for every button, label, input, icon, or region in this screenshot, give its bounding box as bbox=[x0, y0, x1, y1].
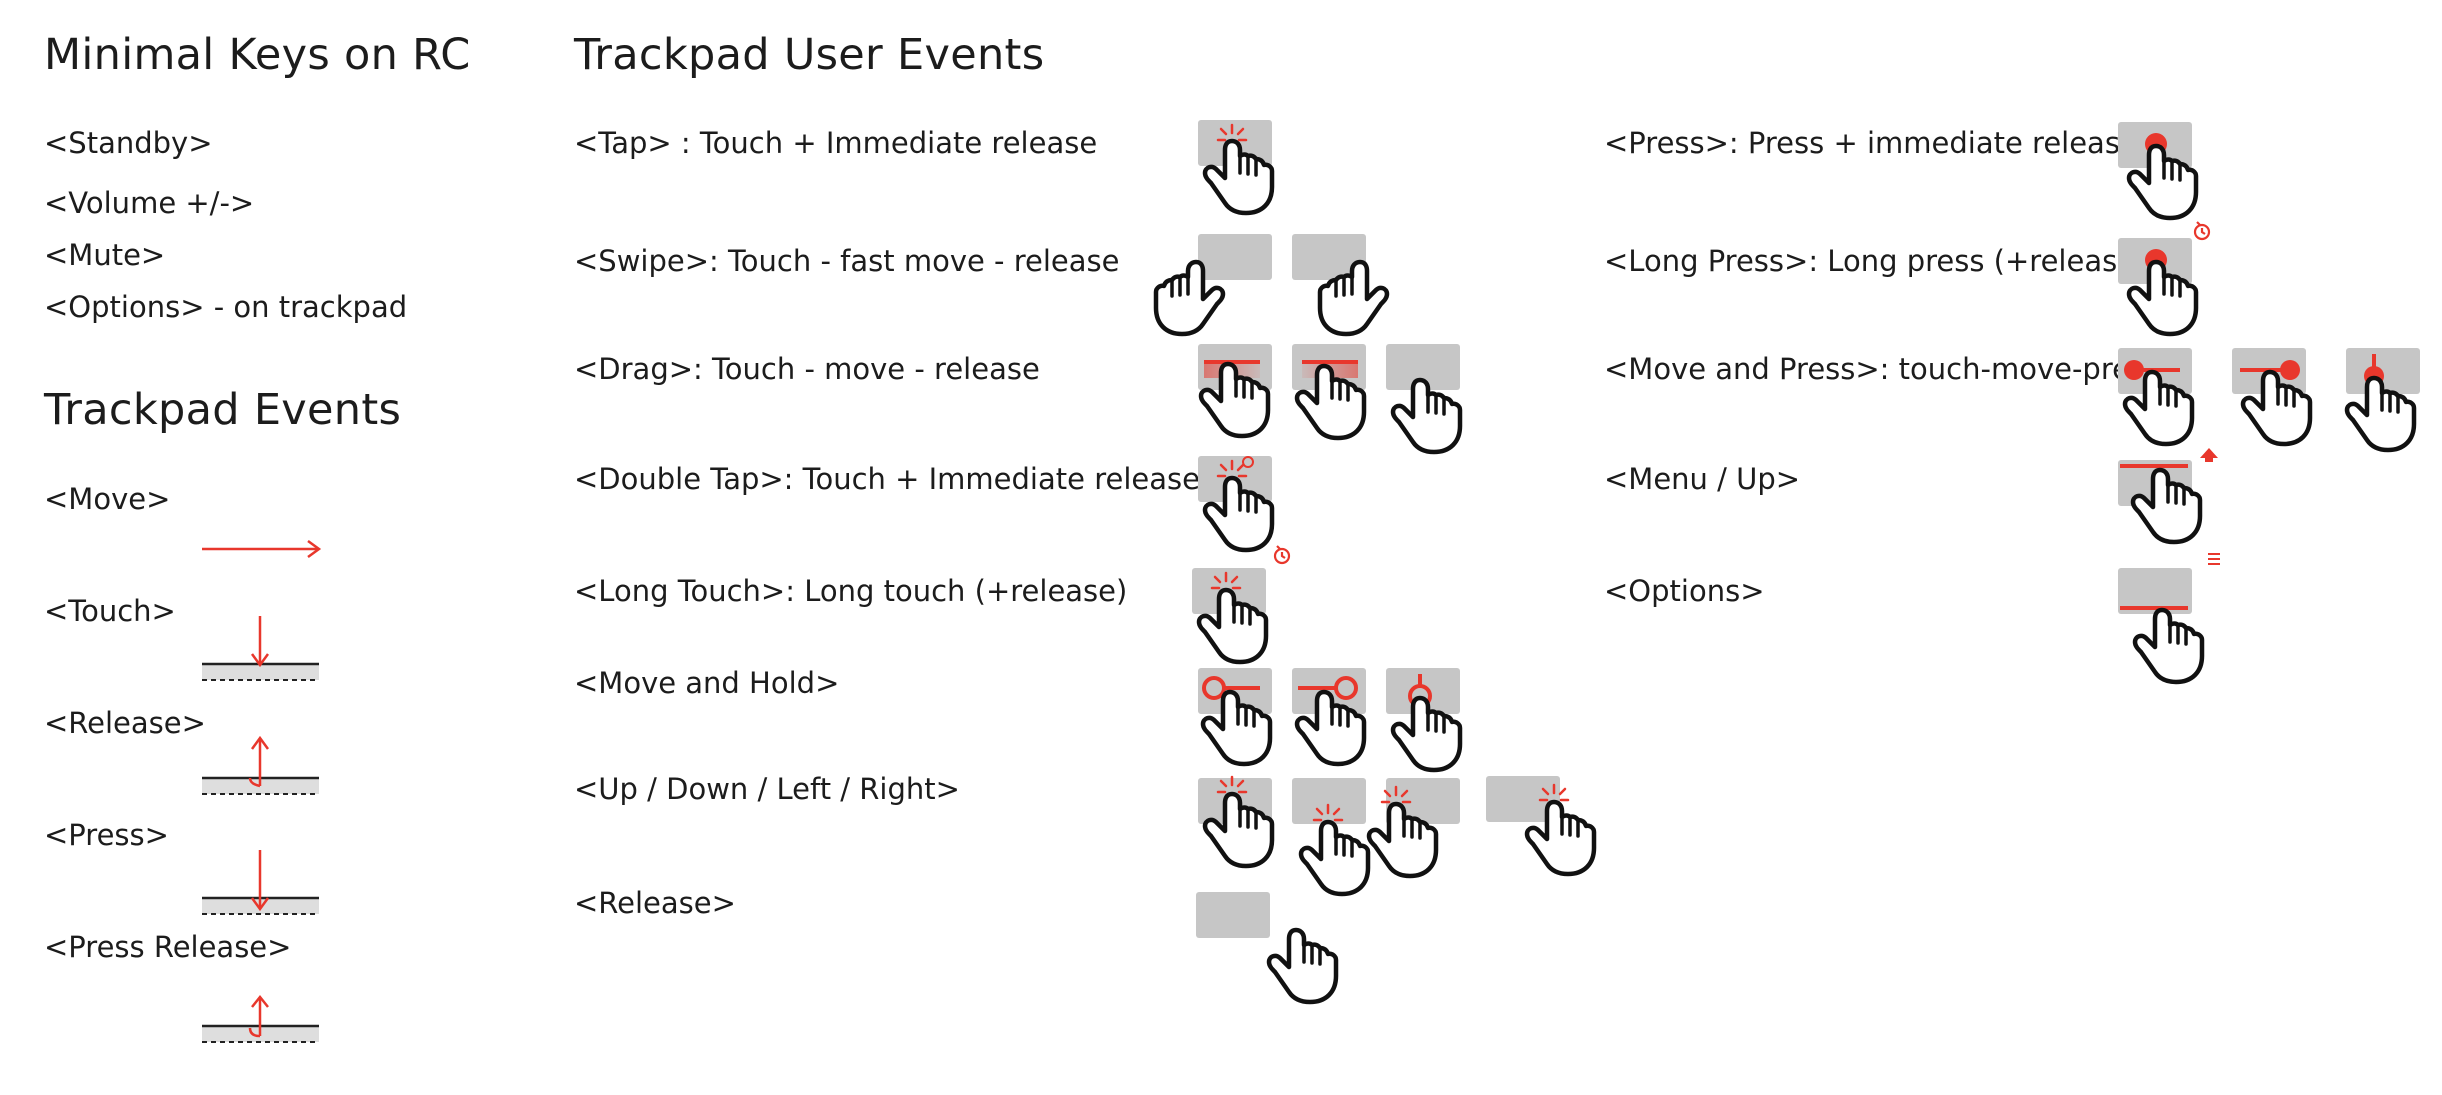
move-and-hold-gesture-icon bbox=[1198, 668, 1480, 762]
swipe-label: <Swipe>: Touch - fast move - release bbox=[574, 244, 1120, 278]
double-tap-gesture-icon bbox=[1198, 456, 1310, 548]
press-gesture-icon bbox=[2118, 122, 2230, 214]
menu-up-label: <Menu / Up> bbox=[1604, 462, 1801, 496]
user-events-title: Trackpad User Events bbox=[574, 30, 1045, 80]
long-press-gesture-icon bbox=[2118, 220, 2211, 330]
move-and-press-gesture-icon bbox=[2118, 348, 2420, 450]
direction-label: <Up / Down / Left / Right> bbox=[574, 772, 960, 806]
direction-gesture-icon bbox=[1198, 775, 1610, 878]
options-gesture-icon bbox=[2118, 553, 2220, 668]
menu-icon bbox=[2208, 553, 2220, 565]
release-surface-icon bbox=[202, 735, 319, 795]
tap-label: <Tap> : Touch + Immediate release bbox=[574, 126, 1098, 160]
options-label: <Options> bbox=[1604, 574, 1765, 608]
trackpad-events-title: Trackpad Events bbox=[44, 385, 402, 435]
menu-up-gesture-icon bbox=[2118, 448, 2218, 550]
up-arrow-icon bbox=[2200, 448, 2218, 462]
press-release-surface-icon bbox=[202, 994, 319, 1043]
touch-surface-icon bbox=[202, 616, 319, 681]
double-tap-label: <Double Tap>: Touch + Immediate release … bbox=[574, 462, 1245, 496]
swipe-gesture-icon bbox=[1180, 234, 1395, 328]
key-options: <Options> - on trackpad bbox=[44, 290, 408, 324]
key-mute: <Mute> bbox=[44, 238, 166, 272]
move-arrow-icon bbox=[202, 539, 322, 559]
event-press-release: <Press Release> bbox=[44, 930, 292, 964]
drag-gesture-icon bbox=[1198, 344, 1480, 446]
tap-gesture-icon bbox=[1198, 120, 1310, 210]
event-touch: <Touch> bbox=[44, 594, 176, 628]
event-move: <Move> bbox=[44, 482, 171, 516]
long-press-label: <Long Press>: Long press (+release) bbox=[1604, 244, 2147, 278]
long-touch-label: <Long Touch>: Long touch (+release) bbox=[574, 574, 1128, 608]
press-surface-icon bbox=[202, 850, 319, 915]
move-and-press-label: <Move and Press>: touch-move-press bbox=[1604, 352, 2161, 386]
event-release: <Release> bbox=[44, 706, 206, 740]
move-and-hold-label: <Move and Hold> bbox=[574, 666, 840, 700]
long-touch-gesture-icon bbox=[1192, 544, 1291, 658]
key-standby: <Standby> bbox=[44, 126, 213, 160]
press-label: <Press>: Press + immediate release bbox=[1604, 126, 2138, 160]
drag-label: <Drag>: Touch - move - release bbox=[574, 352, 1040, 386]
release-gesture-icon bbox=[1196, 892, 1340, 996]
event-press: <Press> bbox=[44, 818, 169, 852]
key-volume: <Volume +/-> bbox=[44, 186, 255, 220]
release-label: <Release> bbox=[574, 886, 736, 920]
minimal-keys-title: Minimal Keys on RC bbox=[44, 30, 471, 80]
